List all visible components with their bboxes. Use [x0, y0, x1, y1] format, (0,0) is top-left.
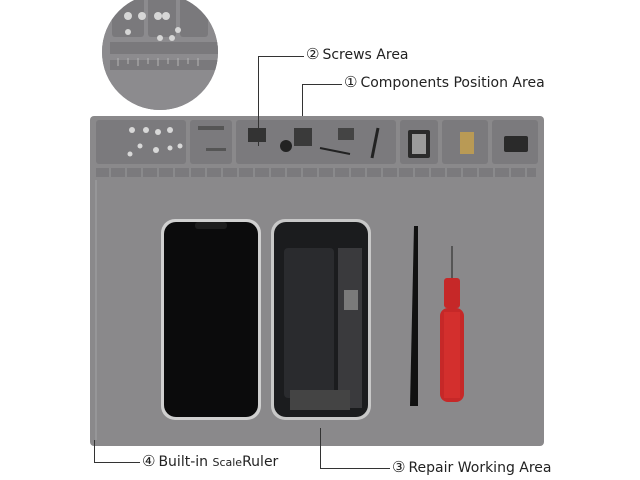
ruler-leader-horizontal	[94, 462, 140, 463]
phone-back-open-icon	[271, 219, 371, 420]
components-icon	[248, 127, 528, 159]
repair-text: Repair Working Area	[408, 460, 552, 476]
components-leader-horizontal	[302, 84, 342, 85]
repair-leader-horizontal	[320, 468, 390, 469]
repair-number: ③	[392, 458, 406, 476]
screws-text: Screws Area	[322, 47, 409, 63]
ruler-text-b: Scale	[212, 456, 243, 469]
repair-leader-vertical	[320, 428, 321, 468]
components-number: ①	[344, 73, 358, 91]
screws-number: ②	[306, 45, 320, 63]
spudger-icon	[410, 226, 418, 406]
ruler-text-c: Ruler	[242, 454, 279, 470]
phone-front-icon	[161, 219, 261, 420]
ruler-text-a: Built-in	[158, 454, 209, 470]
screws-leader-vertical	[258, 56, 259, 146]
screws-icon	[127, 126, 226, 157]
screwdriver-icon	[440, 246, 464, 402]
magnifier-circle-icon	[102, 0, 218, 110]
ruler-number: ④	[142, 452, 156, 470]
screws-leader-horizontal	[258, 56, 304, 57]
components-leader-vertical	[302, 84, 303, 116]
ruler-leader-vertical	[94, 440, 95, 462]
components-text: Components Position Area	[360, 75, 545, 91]
